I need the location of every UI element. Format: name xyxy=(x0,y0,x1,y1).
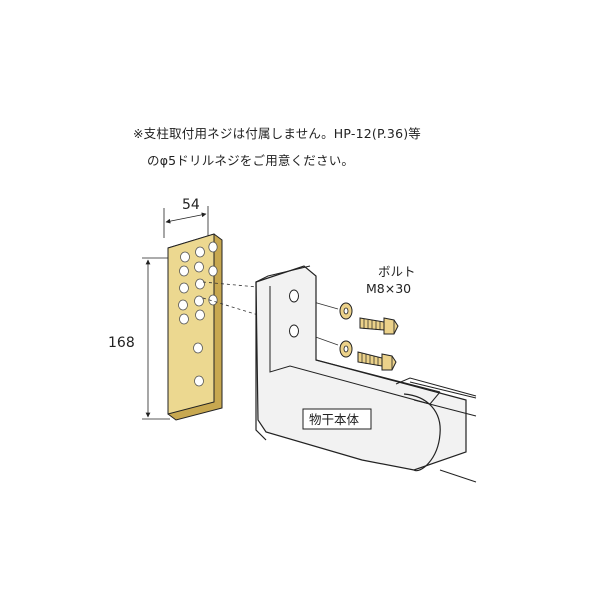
bolt-size-label: M8×30 xyxy=(366,281,411,296)
bolt-upper xyxy=(359,317,399,335)
mounting-plate xyxy=(167,233,223,421)
bolts xyxy=(357,317,399,371)
bracket-body xyxy=(255,265,477,483)
height-value: 168 xyxy=(108,335,135,351)
note-line-1: ※支柱取付用ネジは付属しません。HP-12(P.36)等 xyxy=(133,126,422,141)
height-dimension: 168 xyxy=(108,257,170,420)
bolt-lower xyxy=(357,351,397,371)
body-label-box: 物干本体 xyxy=(302,408,372,430)
note-text: ※支柱取付用ネジは付属しません。HP-12(P.36)等 のφ5ドリルネジをご用… xyxy=(133,120,421,174)
width-value: 54 xyxy=(182,197,200,213)
bolt-label: ボルト xyxy=(378,264,416,279)
body-label: 物干本体 xyxy=(309,412,360,427)
bracket-hole-lower xyxy=(289,324,299,338)
plate-holes xyxy=(178,241,218,387)
washers xyxy=(339,302,353,358)
width-dimension: 54 xyxy=(163,197,209,238)
bracket-hole-upper xyxy=(289,289,299,303)
note-line-2: のφ5ドリルネジをご用意ください。 xyxy=(147,153,355,168)
